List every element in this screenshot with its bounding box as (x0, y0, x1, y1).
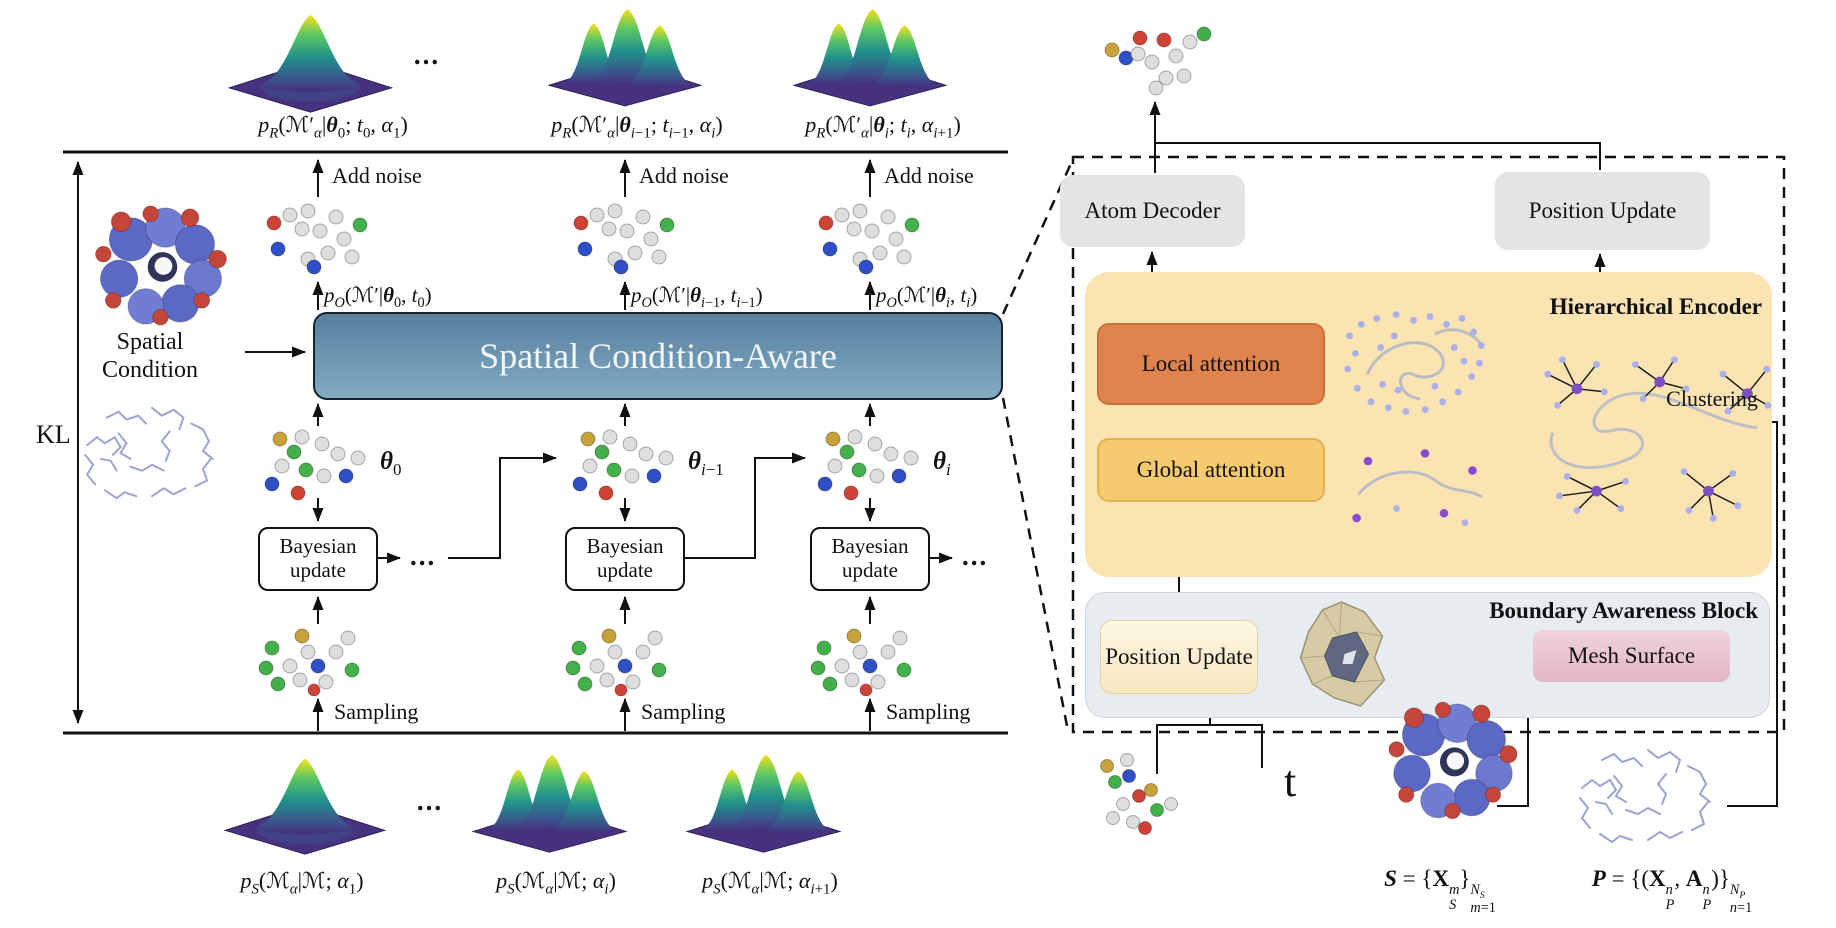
boundary-awareness-label: Boundary Awareness Block (1489, 598, 1758, 623)
sampler-formula-3: pS(ℳα|ℳ; αi+1) (702, 868, 838, 898)
atom-decoder-label: Atom Decoder (1084, 198, 1221, 223)
input-molecule-icon (1100, 753, 1178, 835)
sampling-label-1: Sampling (334, 699, 419, 724)
sample-molecule-icon-2 (565, 628, 667, 696)
chain-ellipsis-1: ... (410, 541, 437, 571)
protein-surface-icon (94, 205, 227, 326)
bayesian-update-label-1: Bayesian update (279, 534, 357, 582)
mesh-icon (1299, 601, 1386, 707)
add-noise-label-2: Add noise (639, 163, 729, 188)
sampler-surface-plot-2 (472, 754, 627, 853)
add-noise-label-1: Add noise (332, 163, 422, 188)
position-update-box-boundary: Position Update (1100, 620, 1258, 694)
protein-graph-input-icon (1578, 748, 1712, 844)
mesh-surface-label: Mesh Surface (1567, 643, 1696, 668)
sampler-formula-1: pS(ℳα|ℳ; α1) (240, 868, 364, 898)
theta-molecule-icon-3 (817, 429, 919, 501)
time-step-label: t (1284, 757, 1297, 806)
spatial-condition-label: Spatial Condition (101, 329, 198, 383)
observation-formula-2: pO(ℳ′|θi−1, ti−1) (631, 283, 763, 312)
atom-decoder-box: Atom Decoder (1060, 175, 1245, 247)
sample-molecule-icon-3 (810, 628, 912, 696)
local-point-cloud-icon (1342, 309, 1487, 417)
bayesian-update-label-3: Bayesian update (831, 534, 909, 582)
kl-label: KL (36, 420, 71, 449)
sample-molecule-icon-1 (258, 628, 360, 696)
theta-molecule-icon-2 (572, 429, 674, 501)
prior-surface-plot-1 (228, 14, 393, 113)
noisy-molecule-icon-1 (266, 203, 368, 275)
prior-surface-plot-2 (548, 8, 702, 107)
theta-label-3: θi (933, 448, 951, 479)
cluster-graph-icon (1542, 354, 1772, 524)
observation-formula-3: pO(ℳ′|θi, ti) (876, 283, 978, 312)
protein-graph-icon (84, 406, 214, 500)
global-attention-label: Global attention (1136, 457, 1286, 482)
theta-label-1: θ0 (380, 448, 402, 479)
global-attention-box: Global attention (1097, 438, 1325, 502)
spatial-condition-aware-label: Spatial Condition-Aware (479, 336, 837, 376)
bayesian-update-box-3: Bayesian update (810, 527, 930, 591)
sampling-label-2: Sampling (641, 699, 726, 724)
spatial-condition-aware-block: Spatial Condition-Aware (313, 312, 1003, 400)
noisy-molecule-icon-3 (818, 203, 920, 275)
position-update-label-top: Position Update (1528, 198, 1677, 223)
theta-label-2: θi−1 (688, 448, 724, 479)
theta-molecule-icon-1 (264, 429, 366, 501)
hierarchical-encoder-box (1085, 272, 1772, 577)
observation-formula-1: pO(ℳ′|θ0, t0) (324, 283, 432, 312)
position-update-box-top: Position Update (1495, 172, 1710, 250)
sampler-formula-2: pS(ℳα|ℳ; αi) (496, 868, 616, 898)
surface-set-protein-icon (1388, 701, 1518, 820)
clustering-label: Clustering (1666, 386, 1758, 411)
noisy-molecule-icon-2 (573, 203, 675, 275)
sampler-surface-plot-3 (686, 754, 841, 853)
receiver-formula-1: pR(ℳ′α|θ0; t0, α1) (258, 112, 408, 142)
local-attention-box: Local attention (1097, 323, 1325, 405)
position-update-label-boundary: Position Update (1105, 644, 1253, 669)
chain-ellipsis-2: ... (962, 541, 989, 571)
bayesian-update-box-2: Bayesian update (565, 527, 685, 591)
local-attention-label: Local attention (1141, 351, 1281, 376)
add-noise-label-3: Add noise (884, 163, 974, 188)
output-molecule-icon (1104, 26, 1212, 96)
mesh-surface-box: Mesh Surface (1533, 630, 1730, 682)
hierarchical-encoder-label: Hierarchical Encoder (1549, 294, 1762, 319)
receiver-formula-2: pR(ℳ′α|θi−1; ti−1, αi) (551, 112, 723, 142)
sampler-surface-plot-1 (224, 758, 386, 855)
top-ellipsis: ... (413, 40, 441, 70)
bayesian-update-box-1: Bayesian update (258, 527, 378, 591)
receiver-formula-3: pR(ℳ′α|θi; ti, αi+1) (805, 112, 961, 142)
bottom-ellipsis: ... (416, 786, 444, 816)
global-point-cloud-icon (1350, 447, 1484, 528)
bayesian-update-label-2: Bayesian update (586, 534, 664, 582)
sampling-label-3: Sampling (886, 699, 971, 724)
prior-surface-plot-3 (793, 8, 947, 107)
